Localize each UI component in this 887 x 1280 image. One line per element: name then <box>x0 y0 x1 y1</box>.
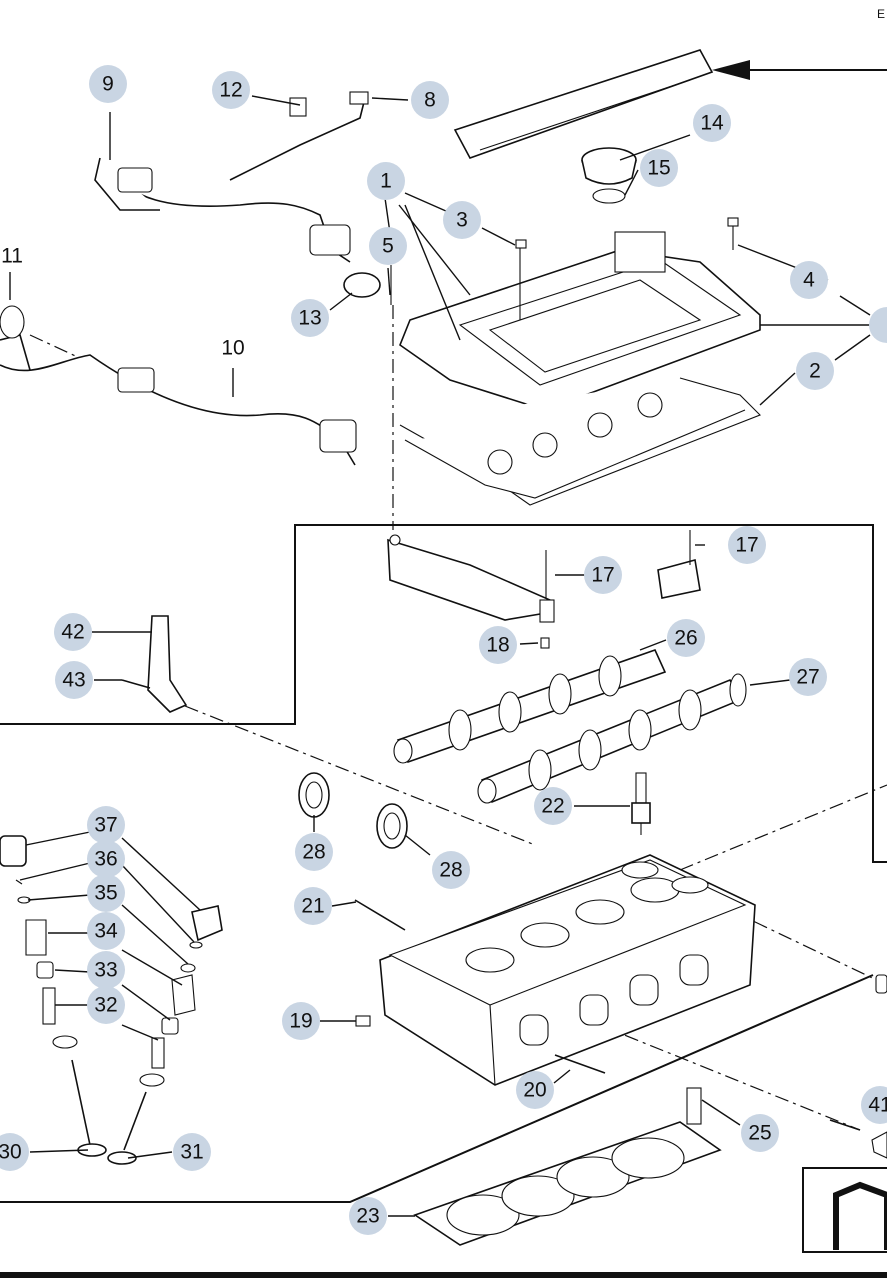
callout-37[interactable]: 37 <box>87 806 125 844</box>
callout-19[interactable]: 19 <box>282 1002 320 1040</box>
callout-43[interactable]: 43 <box>55 661 93 699</box>
bearing-cap-part <box>657 530 701 599</box>
exhaust-camshaft-part <box>477 673 747 804</box>
breather-hose-upper-part <box>94 91 369 263</box>
callout-33[interactable]: 33 <box>87 951 125 989</box>
callout-30[interactable]: 30 <box>0 1133 29 1171</box>
callout-35[interactable]: 35 <box>87 874 125 912</box>
callout-28-left[interactable]: 28 <box>295 833 333 871</box>
hose-clamp-part <box>343 272 381 298</box>
callout-label: 11 <box>1 245 23 268</box>
callout-18[interactable]: 18 <box>479 626 517 664</box>
callout-10[interactable]: 10 <box>221 337 244 360</box>
callout-26[interactable]: 26 <box>667 619 705 657</box>
callout-3[interactable]: 3 <box>443 201 481 239</box>
callout-27[interactable]: 27 <box>789 658 827 696</box>
callout-15[interactable]: 15 <box>640 149 678 187</box>
oil-filler-cap-part <box>581 147 637 204</box>
corner-marker: E <box>877 7 885 21</box>
valve-cover-part <box>390 217 761 411</box>
head-bolts-parts <box>354 899 861 1131</box>
camshaft-seal-parts <box>298 772 408 849</box>
callout-edge-right[interactable] <box>869 307 887 343</box>
callout-21[interactable]: 21 <box>294 887 332 925</box>
callout-label: 10 <box>221 337 244 360</box>
breather-hose-lower-part <box>0 305 357 466</box>
head-gasket-part <box>413 1121 722 1246</box>
callout-17-right[interactable]: 17 <box>728 526 766 564</box>
cylinder-head-part <box>379 854 756 1086</box>
callout-23[interactable]: 23 <box>349 1197 387 1235</box>
callout-17-left[interactable]: 17 <box>584 556 622 594</box>
callout-31[interactable]: 31 <box>173 1133 211 1171</box>
callout-9[interactable]: 9 <box>89 65 127 103</box>
callout-41[interactable]: 41 <box>861 1086 887 1124</box>
callout-36[interactable]: 36 <box>87 840 125 878</box>
spark-plug-part <box>631 772 651 835</box>
callout-25[interactable]: 25 <box>741 1114 779 1152</box>
right-edge-parts <box>802 974 887 1253</box>
callout-42[interactable]: 42 <box>54 613 92 651</box>
callout-14[interactable]: 14 <box>693 104 731 142</box>
callout-22[interactable]: 22 <box>534 787 572 825</box>
camshaft-bearing-bridge-part <box>387 534 555 649</box>
valve-cover-gasket-part <box>399 377 761 506</box>
callout-12[interactable]: 12 <box>212 71 250 109</box>
section-frames <box>0 524 887 1278</box>
callout-20[interactable]: 20 <box>516 1071 554 1109</box>
bracket-part <box>121 615 188 713</box>
callout-13[interactable]: 13 <box>291 299 329 337</box>
callout-5[interactable]: 5 <box>369 227 407 265</box>
callout-8[interactable]: 8 <box>411 81 449 119</box>
callout-28-right[interactable]: 28 <box>432 851 470 889</box>
callout-34[interactable]: 34 <box>87 912 125 950</box>
callout-1[interactable]: 1 <box>367 162 405 200</box>
valve-train-parts <box>0 835 223 1165</box>
callout-11[interactable]: 11 <box>1 245 23 268</box>
callout-4[interactable]: 4 <box>790 261 828 299</box>
callout-32[interactable]: 32 <box>87 986 125 1024</box>
intake-camshaft-part <box>393 649 667 764</box>
callout-2[interactable]: 2 <box>796 352 834 390</box>
leader-lines <box>9 95 871 1217</box>
valve-cover-trim-part <box>453 49 887 159</box>
